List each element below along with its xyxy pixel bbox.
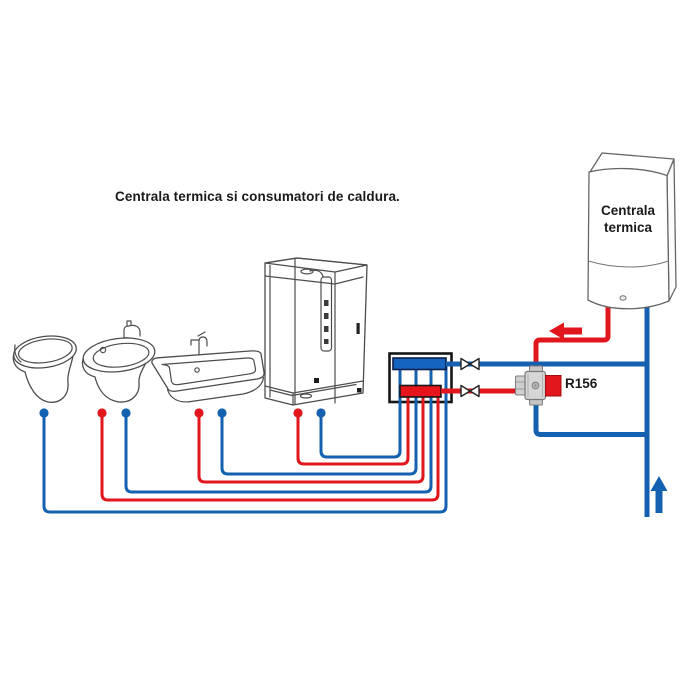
washbasin-overflow-hole bbox=[194, 367, 200, 373]
washbasin-rim bbox=[151, 350, 265, 392]
main-pipes bbox=[441, 298, 650, 517]
shower-column bbox=[320, 276, 333, 352]
washbasin-rim-inner bbox=[161, 357, 257, 386]
washbasin-apron bbox=[166, 376, 265, 403]
boiler-label: Centrala termica bbox=[584, 202, 672, 236]
manifold-cold-bar bbox=[392, 357, 447, 371]
bidet-icon bbox=[81, 320, 156, 403]
dot-toilet-cold bbox=[39, 408, 49, 418]
shower-cabin-icon bbox=[264, 257, 368, 406]
dot-shower-hot bbox=[293, 408, 303, 418]
supply-pipes bbox=[42, 365, 448, 514]
pipe-valve-return bbox=[533, 398, 649, 437]
pipe-bidet-hot bbox=[100, 391, 440, 502]
boiler-panel-line bbox=[588, 260, 669, 268]
dot-bidet-hot bbox=[97, 408, 107, 418]
toilet-icon bbox=[12, 335, 77, 403]
mixing-valve-r156 bbox=[515, 365, 562, 406]
pipe-washbasin-cold bbox=[220, 365, 418, 476]
shower-base-tray bbox=[269, 383, 357, 397]
valve-left-port-threads bbox=[516, 381, 526, 390]
pipe-toilet-cold bbox=[42, 365, 448, 514]
washbasin-icon bbox=[151, 331, 265, 403]
pipe-bidet-cold bbox=[124, 365, 433, 494]
toilet-seat-inner bbox=[17, 338, 73, 364]
bidet-faucet bbox=[123, 320, 141, 340]
boiler-label-line2: termica bbox=[603, 220, 653, 235]
valve-body-shading bbox=[527, 374, 543, 397]
pipe-boiler-hot-supply bbox=[533, 298, 611, 372]
connection-dots bbox=[39, 408, 326, 418]
toilet-hinge-line bbox=[14, 344, 22, 363]
shower-base-mark-right bbox=[357, 388, 362, 393]
shower-drain bbox=[299, 393, 313, 399]
shower-base-mark-left bbox=[314, 378, 319, 383]
pipe-washbasin-hot bbox=[197, 391, 425, 484]
shower-door-handle bbox=[356, 323, 360, 334]
valve-center-pin bbox=[534, 384, 537, 387]
dot-washbasin-cold bbox=[217, 408, 227, 418]
shower-frame-lines bbox=[264, 258, 364, 406]
valve-label: R156 bbox=[565, 376, 598, 391]
bidet-rim-inner bbox=[92, 342, 150, 368]
hot-flow-arrow-left-icon bbox=[549, 322, 582, 340]
shower-head bbox=[300, 268, 314, 275]
shutoff-valve-cold-icon bbox=[460, 357, 480, 371]
valve-red-knob bbox=[545, 375, 562, 397]
dot-shower-cold bbox=[316, 408, 326, 418]
shower-top-face bbox=[264, 257, 368, 273]
diagram-title: Centrala termica si consumatori de caldu… bbox=[115, 189, 400, 204]
shower-column-jets bbox=[324, 300, 329, 344]
shutoff-valve-hot-icon bbox=[460, 384, 480, 398]
pipe-shower-hot bbox=[296, 391, 410, 466]
boiler bbox=[587, 152, 677, 310]
manifold-hot-bar bbox=[399, 384, 442, 398]
bidet-overflow-hole bbox=[99, 346, 107, 354]
shower-head-arm bbox=[309, 269, 324, 278]
cold-flow-arrow-up-icon bbox=[650, 476, 668, 513]
boiler-button bbox=[619, 295, 627, 301]
washbasin-faucet bbox=[190, 331, 208, 358]
pipe-shower-cold bbox=[319, 365, 402, 459]
boiler-label-line1: Centrala bbox=[600, 203, 656, 218]
dot-bidet-cold bbox=[121, 408, 131, 418]
dot-washbasin-hot bbox=[194, 408, 204, 418]
boiler-front-face bbox=[587, 167, 670, 310]
